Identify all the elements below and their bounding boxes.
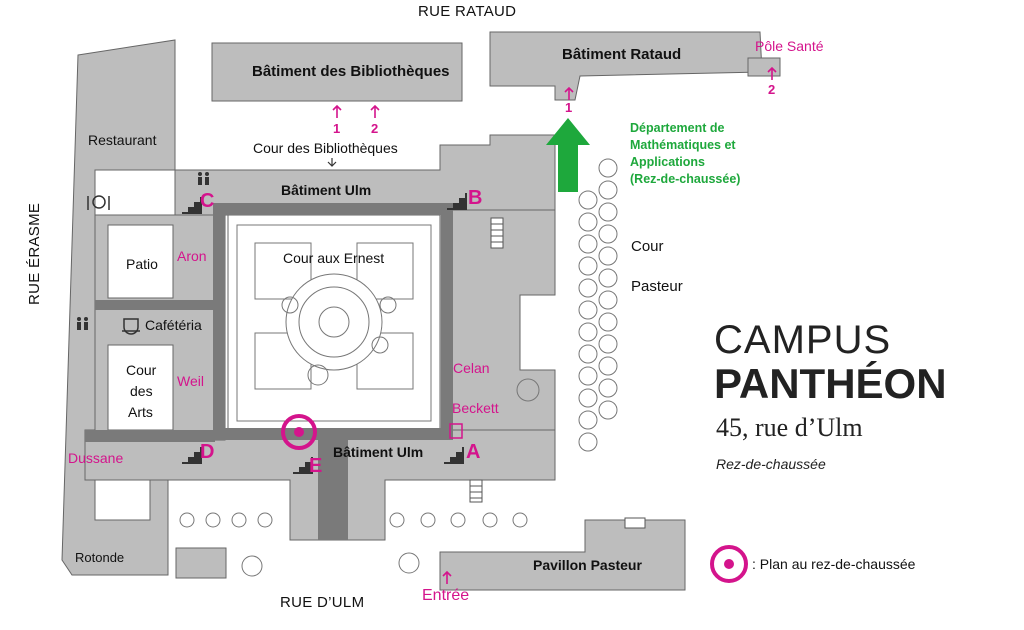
stair-b: B [468,187,483,209]
cour-des-arts-area [107,344,174,431]
title-address: 45, rue d’Ulm [716,413,863,442]
pavillon-pasteur-building [439,519,686,591]
stair-a: A [466,441,481,463]
access-number-bib-2: 2 [371,121,379,136]
bibliotheques-building [211,42,463,102]
label-cour-bibliotheques: Cour des Bibliothèques [253,140,398,156]
rotonde-annex [175,547,227,579]
rataud-building [489,31,763,101]
label-cour-des-arts-2: des [130,383,153,399]
corridor-entrance [318,440,348,540]
department-line-4: (Rez-de-chaussée) [630,172,741,186]
access-number-sante-2: 2 [768,82,776,97]
label-cour-pasteur-2: Pasteur [631,278,683,295]
label-cafeteria: Cafétéria [145,317,202,333]
label-aron: Aron [177,248,207,264]
stair-e: E [309,455,323,477]
cour-ernest-garden [236,224,432,422]
label-rotonde: Rotonde [75,550,125,565]
label-cour-pasteur-1: Cour [631,238,664,255]
label-dussane: Dussane [68,450,124,466]
label-entree: Entrée [422,587,470,604]
department-arrow-icon [546,118,590,192]
street-rue-erasme: RUE ÉRASME [26,202,43,305]
access-arrows [332,66,777,584]
title-campus: CAMPUS [714,318,892,362]
corridor-east [441,203,453,440]
access-number-bib-1: 1 [333,121,341,136]
stair-d: D [200,441,215,463]
label-cour-des-arts-1: Cour [126,362,157,378]
corridor-southwest [85,430,215,442]
legend-text: : Plan au rez-de-chaussée [752,556,916,572]
restaurant-icon [87,195,110,210]
stairs-icons [182,193,467,474]
corridor-west [213,203,225,440]
street-rue-rataud: RUE RATAUD [418,3,517,20]
legend-marker-icon [710,545,748,583]
label-pole-sante: Pôle Santé [755,38,824,54]
stair-c: C [200,190,215,212]
label-patio: Patio [126,256,158,272]
label-restaurant: Restaurant [88,132,157,148]
corridor-cafeteria [95,300,225,310]
elevator-icon [449,423,463,439]
access-number-rataud-1: 1 [565,100,573,115]
department-callout: Département de Mathématiques et Applicat… [630,120,770,188]
cour-bibliotheques-arrow-icon [327,158,337,167]
pole-sante-building [747,57,781,77]
label-celan: Celan [453,360,490,376]
label-batiment-ulm-south: Bâtiment Ulm [333,444,424,460]
street-rue-ulm: RUE D’ULM [280,594,365,611]
rue-ulm-trees [179,512,528,577]
cafeteria-icon [122,318,140,335]
title-level: Rez-de-chaussée [716,456,826,472]
corridor-north [213,203,453,215]
label-pavillon-pasteur: Pavillon Pasteur [533,557,642,573]
label-batiment-bibliotheques: Bâtiment des Bibliothèques [252,63,450,80]
patio-area [107,224,174,299]
label-batiment-ulm-north: Bâtiment Ulm [281,182,372,198]
title-pantheon: PANTHÉON [714,360,947,407]
department-line-1: Département de [630,121,725,135]
department-line-2: Mathématiques et [630,138,736,152]
stair-strip [469,217,646,529]
cour-pasteur-trees [516,158,618,452]
corridor-south [213,428,453,440]
label-beckett: Beckett [452,400,499,416]
toilets-icon [77,172,209,330]
label-weil: Weil [177,373,204,389]
label-batiment-rataud: Bâtiment Rataud [562,46,682,63]
label-cour-des-arts-3: Arts [128,404,153,420]
current-location-marker-icon [281,414,317,450]
label-cour-ernest: Cour aux Ernest [283,250,385,266]
department-line-3: Applications [630,155,706,169]
